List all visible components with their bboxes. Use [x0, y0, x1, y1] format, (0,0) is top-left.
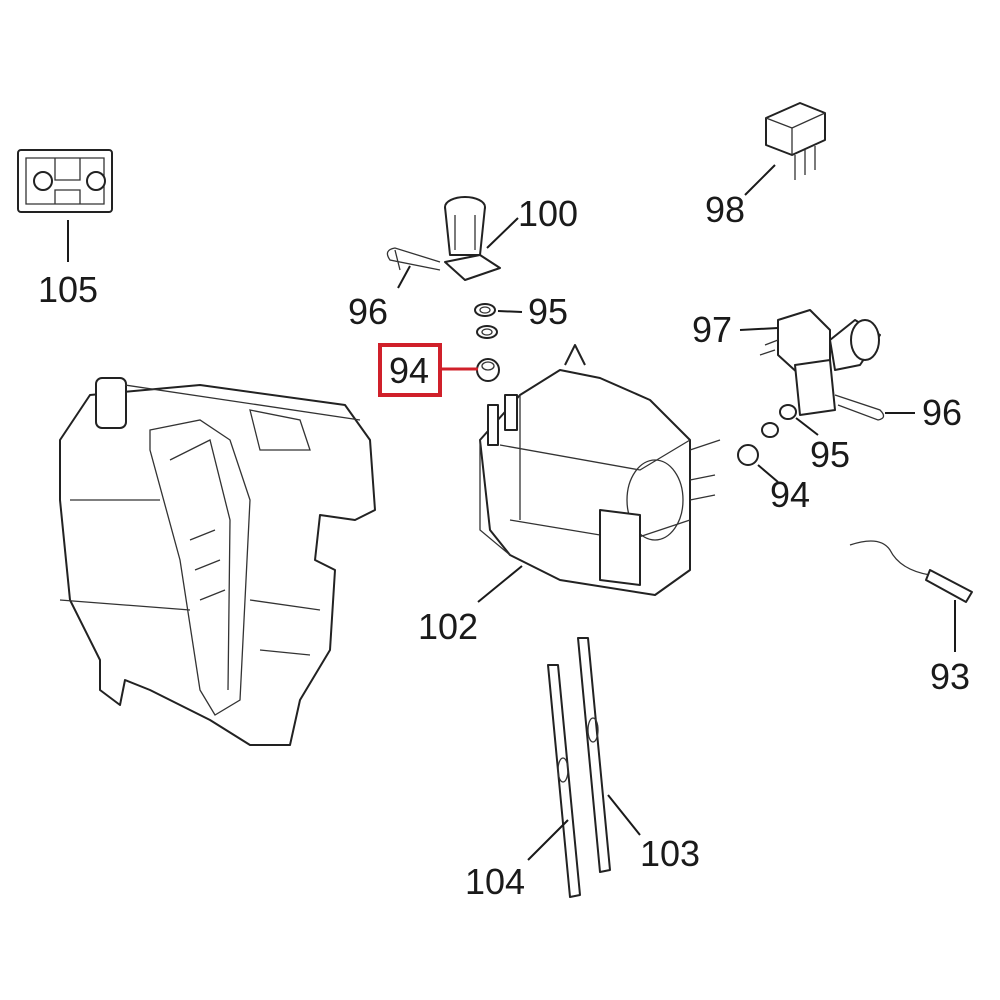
leader-line-95-left	[497, 310, 523, 313]
part-tank-housing[interactable]	[59, 377, 376, 746]
part-98-microswitch[interactable]	[765, 102, 826, 180]
callout-97: 97	[692, 309, 732, 350]
part-94-ring-right[interactable]	[737, 444, 759, 466]
leader-line-97	[739, 327, 779, 331]
part-97-valve[interactable]	[759, 309, 881, 416]
part-95-orings-right[interactable]	[761, 404, 797, 438]
part-93-sensor[interactable]	[849, 540, 973, 603]
leader-line-102	[477, 565, 523, 603]
callout-96-left: 96	[348, 291, 388, 332]
part-104-tube[interactable]	[547, 664, 581, 898]
callout-104: 104	[465, 861, 525, 902]
part-105-bracket[interactable]	[17, 149, 113, 213]
part-96-clip-right[interactable]	[834, 394, 885, 421]
part-96-clip[interactable]	[386, 247, 441, 271]
leader-line-103	[607, 794, 641, 836]
leader-line-100	[486, 217, 519, 249]
leader-line-94-right	[757, 464, 779, 483]
leader-line-98	[744, 164, 776, 196]
callout-103: 103	[640, 833, 700, 874]
part-94-ring[interactable]	[476, 358, 500, 382]
callout-96-right: 96	[922, 392, 962, 433]
leader-line-95-right	[795, 417, 819, 436]
callout-94-highlighted[interactable]: 94	[389, 350, 429, 391]
callout-95-left: 95	[528, 291, 568, 332]
callout-105: 105	[38, 269, 98, 310]
leader-line-96-left	[397, 265, 411, 289]
part-103-tube[interactable]	[577, 637, 611, 873]
callout-102: 102	[418, 606, 478, 647]
callout-100: 100	[518, 193, 578, 234]
leader-line-104	[527, 819, 569, 861]
part-95-orings[interactable]	[474, 303, 498, 339]
callout-98: 98	[705, 189, 745, 230]
callout-95-right: 95	[810, 434, 850, 475]
callout-93: 93	[930, 656, 970, 697]
part-100-fitting[interactable]	[444, 196, 501, 281]
part-102-boiler[interactable]	[479, 344, 721, 596]
callout-94-right: 94	[770, 474, 810, 515]
